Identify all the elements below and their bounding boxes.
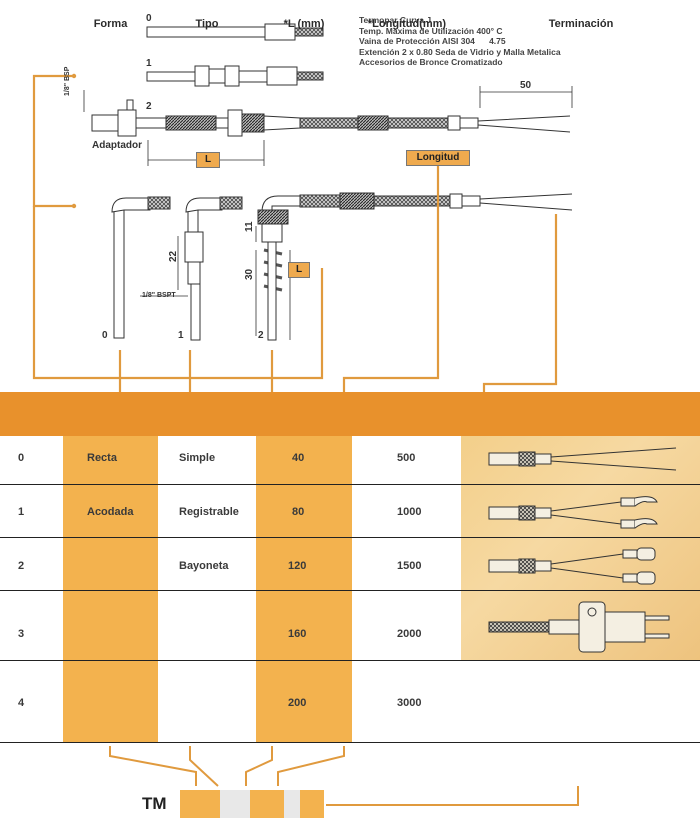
header-forma: Forma xyxy=(93,18,128,30)
probe-number-0-bottom: 0 xyxy=(102,330,108,341)
probe-0-top xyxy=(146,23,324,41)
row-longitud: 2000 xyxy=(397,628,422,640)
spec-line-5: Accesorios de Bronce Cromatizado xyxy=(359,57,503,68)
code-prefix: TM xyxy=(142,794,167,813)
tag-longitud: Longitud xyxy=(406,150,470,166)
dimension-50-label: 50 xyxy=(520,80,532,91)
thermocouple-diagram xyxy=(32,23,573,392)
bsp-top-label: 1/8" BSP xyxy=(64,66,71,96)
tag-l-top: L xyxy=(196,152,220,168)
row-divider xyxy=(0,660,700,661)
dimension-50 xyxy=(479,86,573,108)
termination-ring-terminals xyxy=(488,547,656,585)
dimension-30-label: 30 xyxy=(244,268,255,280)
spec-line-1: Termopar Curva J xyxy=(359,15,432,25)
forma-column-band xyxy=(63,436,158,743)
l-column-band xyxy=(256,436,352,743)
termination-fork-terminals xyxy=(488,496,658,529)
code-segment-forma xyxy=(180,790,220,818)
spec-line-4: Extención 2 x 0.80 Seda de Vidrio y Mall… xyxy=(359,46,561,57)
adaptador-label: Adaptador xyxy=(92,140,142,151)
row-code: 4 xyxy=(18,697,25,709)
probe-number-2-top: 2 xyxy=(146,101,152,112)
row-l: 120 xyxy=(288,560,307,572)
spec-line-2: Temp. Maxima de Utilización 400° C xyxy=(359,25,503,36)
row-tipo: Registrable xyxy=(179,506,239,518)
row-code: 2 xyxy=(18,560,25,572)
bsp-bottom-label: 1/8" BSPT xyxy=(142,292,176,299)
code-segment-tipo xyxy=(220,790,250,818)
probe-number-2-bottom: 2 xyxy=(258,330,264,341)
row-divider xyxy=(0,742,700,743)
row-forma: Acodada xyxy=(87,506,134,518)
header-terminacion: Terminación xyxy=(548,18,614,30)
row-tipo: Simple xyxy=(179,452,216,464)
termination-drawings xyxy=(488,447,677,653)
row-tipo: Bayoneta xyxy=(179,560,229,572)
probe-number-1-bottom: 1 xyxy=(178,330,184,341)
dimension-11-label: 11 xyxy=(244,221,255,232)
spec-block: Termopar Curva J Temp. Maxima de Utiliza… xyxy=(359,15,561,68)
row-code: 0 xyxy=(18,452,25,464)
code-segment-terminacion xyxy=(300,790,324,818)
probe-number-0-top: 0 xyxy=(146,13,152,24)
header-l: *L (mm) xyxy=(283,18,325,30)
row-forma: Recta xyxy=(87,452,117,464)
probe-2-top xyxy=(91,99,571,137)
row-divider xyxy=(0,484,700,485)
probe-1-top xyxy=(146,65,324,87)
code-segment-l xyxy=(250,790,284,818)
connector-lines xyxy=(32,74,558,392)
row-divider xyxy=(0,537,700,538)
row-code: 3 xyxy=(18,628,25,640)
probe-0-bottom xyxy=(111,196,171,339)
row-l: 80 xyxy=(292,506,305,518)
row-code: 1 xyxy=(18,506,25,518)
row-divider xyxy=(0,590,700,591)
tag-l-bottom: L xyxy=(288,262,310,278)
termination-plain-wires xyxy=(488,447,677,471)
probe-2-bottom xyxy=(257,192,573,341)
table-header xyxy=(0,392,700,436)
row-longitud: 1500 xyxy=(397,560,422,572)
probe-number-1-top: 1 xyxy=(146,58,152,69)
row-l: 160 xyxy=(288,628,307,640)
code-connectors xyxy=(109,746,579,806)
row-l: 40 xyxy=(292,452,305,464)
dimension-22-label: 22 xyxy=(168,250,179,262)
row-longitud: 500 xyxy=(397,452,416,464)
header-tipo: Tipo xyxy=(195,18,219,30)
row-l: 200 xyxy=(288,697,307,709)
header-longitud: *Longitud(mm) xyxy=(367,18,447,30)
spec-line-3: Vaina de Protección AISI 304 4.75 xyxy=(359,36,506,47)
termination-connector-plug xyxy=(488,601,670,653)
row-longitud: 1000 xyxy=(397,506,422,518)
probe-1-bottom xyxy=(184,196,243,341)
row-longitud: 3000 xyxy=(397,697,422,709)
